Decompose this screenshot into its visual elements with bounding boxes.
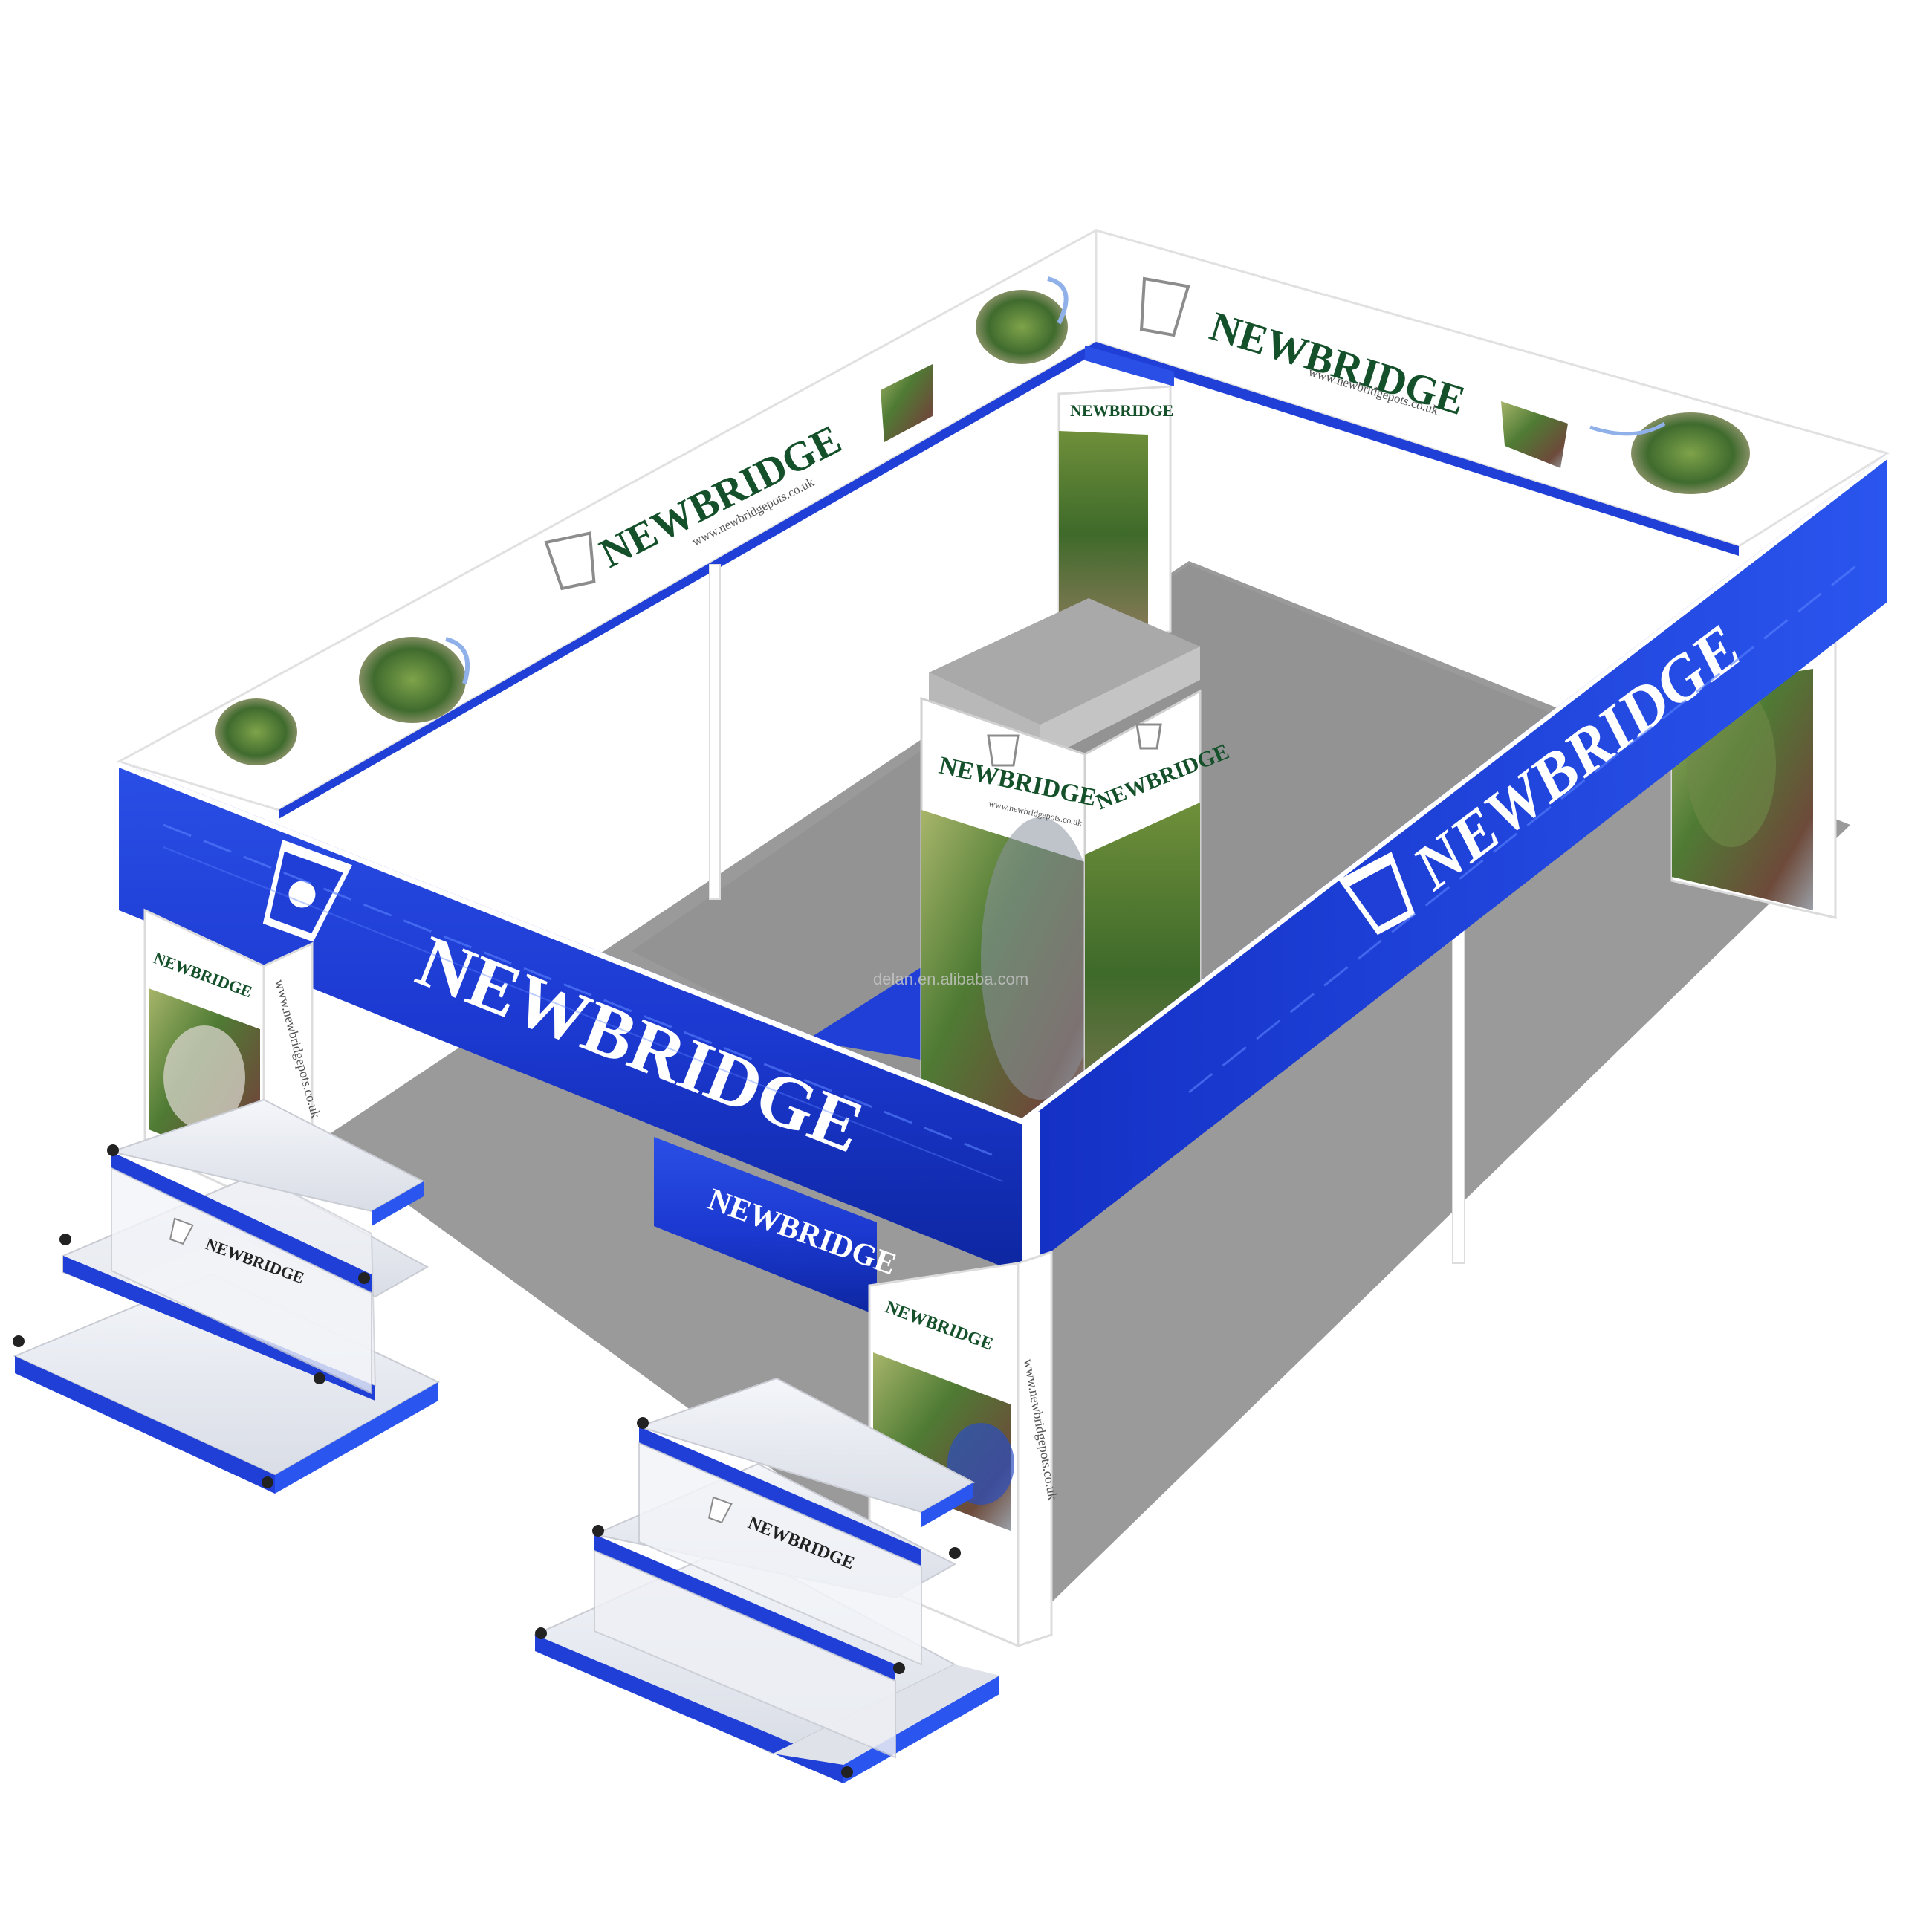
front-stepped-display-shelf: NEWBRIDGE <box>533 1377 999 1783</box>
flower-pot-logo-icon <box>169 1217 194 1245</box>
flower-pot-logo-icon <box>1139 276 1190 337</box>
back-display-pillar: NEWBRIDGE <box>1057 385 1173 641</box>
watermark-text: delan.en.alibaba.com <box>873 970 1028 988</box>
ceiling-inner-blue-strip <box>279 342 1096 819</box>
support-pole <box>1452 906 1465 1264</box>
plant-photo-icon <box>359 637 466 723</box>
plant-photo-icon <box>1631 412 1750 494</box>
flower-pot-logo-icon <box>544 531 596 591</box>
spotlight-icon <box>358 1272 370 1284</box>
pillar-brand-text: NEWBRIDGE <box>1070 401 1173 420</box>
flower-pot-logo-icon <box>1135 723 1162 750</box>
ceiling-light-fixture <box>1085 346 1174 386</box>
spotlight-icon <box>107 1144 119 1156</box>
plant-photo-icon <box>976 290 1068 364</box>
spotlight-icon <box>592 1525 604 1537</box>
spotlight-icon <box>949 1547 961 1559</box>
left-stepped-display-shelf: NEWBRIDGE <box>13 1098 441 1494</box>
plant-photo-icon <box>881 364 933 442</box>
ceiling-inner-blue-strip <box>1096 342 1739 556</box>
plant-photo-icon <box>1501 401 1568 468</box>
plant-photo-icon <box>215 698 297 765</box>
spotlight-icon <box>893 1662 905 1674</box>
spotlight-icon <box>59 1234 71 1245</box>
spotlight-icon <box>13 1335 25 1347</box>
spotlight-icon <box>314 1372 325 1384</box>
spotlight-icon <box>637 1417 649 1429</box>
fascia-corner-edge <box>1022 1111 1040 1278</box>
flower-pot-logo-icon <box>987 734 1020 767</box>
spotlight-icon <box>841 1766 853 1778</box>
ceiling-front-left-fascia <box>119 762 1022 1274</box>
flower-pot-logo-icon <box>708 1496 733 1524</box>
spotlight-icon <box>535 1627 547 1639</box>
ceiling-front-right-fascia <box>1022 453 1887 1274</box>
support-pole <box>709 564 721 900</box>
spotlight-icon <box>262 1476 273 1488</box>
